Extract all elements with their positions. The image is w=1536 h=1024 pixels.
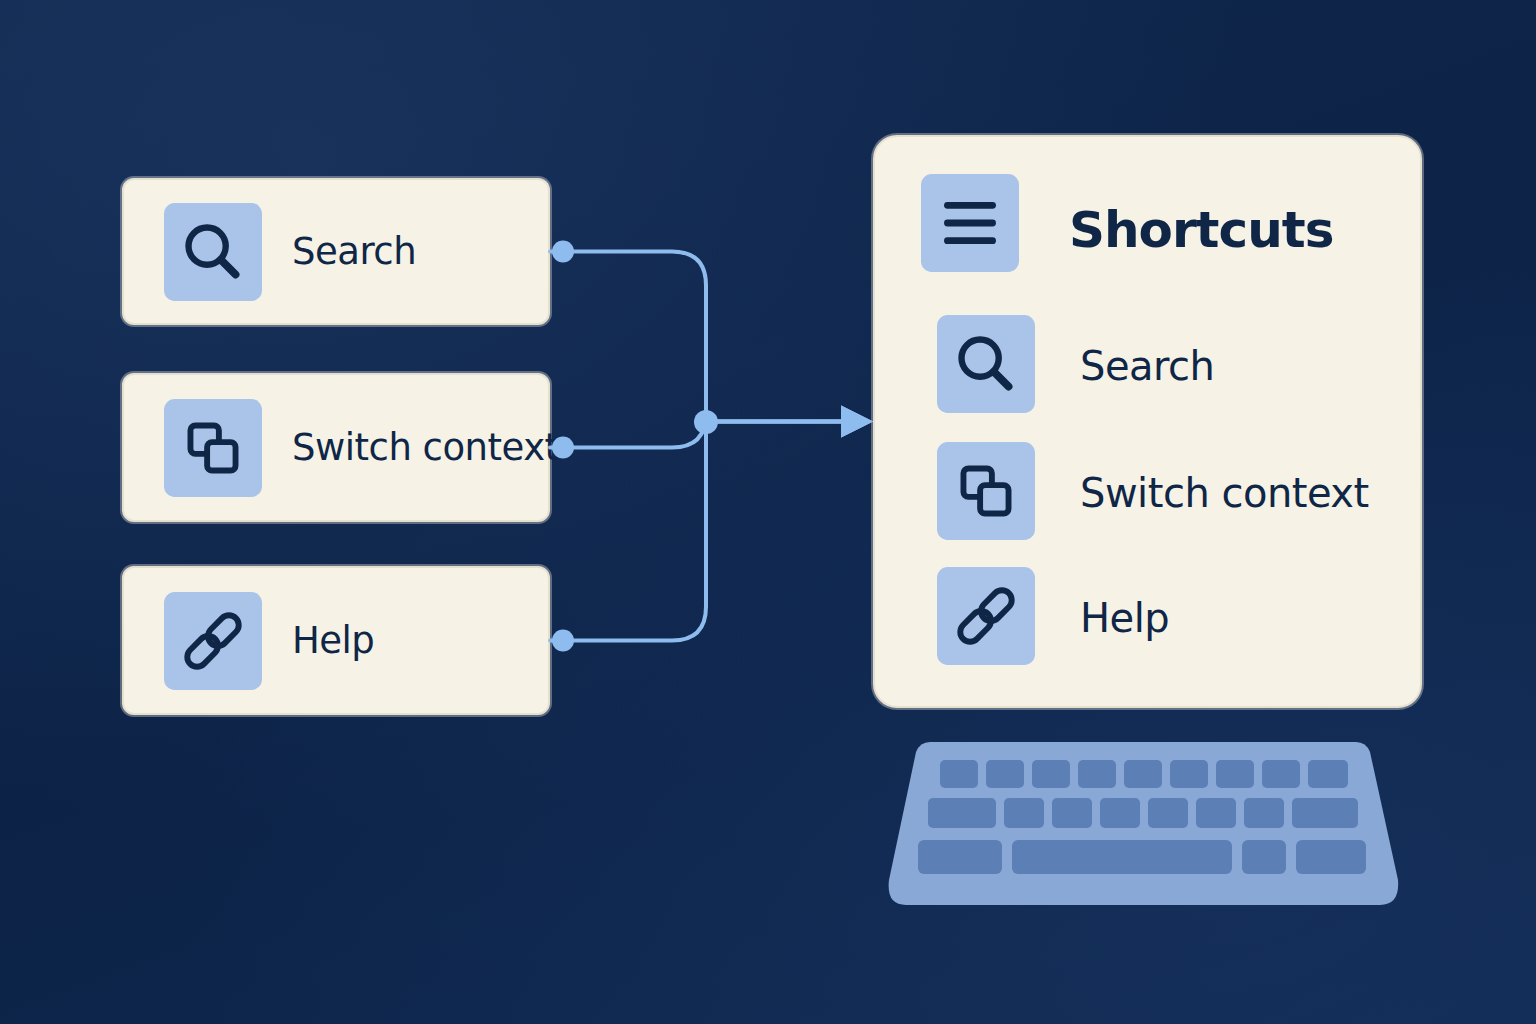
link-icon [164,592,262,690]
action-label: Search [292,230,416,273]
junction-dot [694,410,718,434]
connector-dot [552,437,574,459]
panel-heading: Shortcuts [1069,205,1333,255]
connector-dot [552,630,574,652]
merge-connector [550,422,857,652]
keyboard-keys [918,760,1366,874]
menu-icon [921,174,1019,272]
shortcuts-panel: ShortcutsSearchSwitch contextHelp [873,135,1422,708]
switch-icon [164,399,262,497]
action-label: Help [292,619,374,662]
shortcut-label: Switch context [1080,473,1369,513]
merge-connector [550,241,857,422]
action-box: Search [122,178,550,325]
shortcut-label: Search [1080,346,1214,386]
search-icon [937,315,1035,413]
switch-icon [937,442,1035,540]
keyboard-body [889,742,1399,905]
action-label: Switch context [292,426,559,469]
connector-line [550,252,857,422]
connector-line [550,422,857,641]
shortcut-label: Help [1080,598,1169,638]
connector-dot [552,241,574,263]
link-icon [937,567,1035,665]
action-box: Switch context [122,373,550,522]
search-icon [164,203,262,301]
action-box: Help [122,566,550,715]
